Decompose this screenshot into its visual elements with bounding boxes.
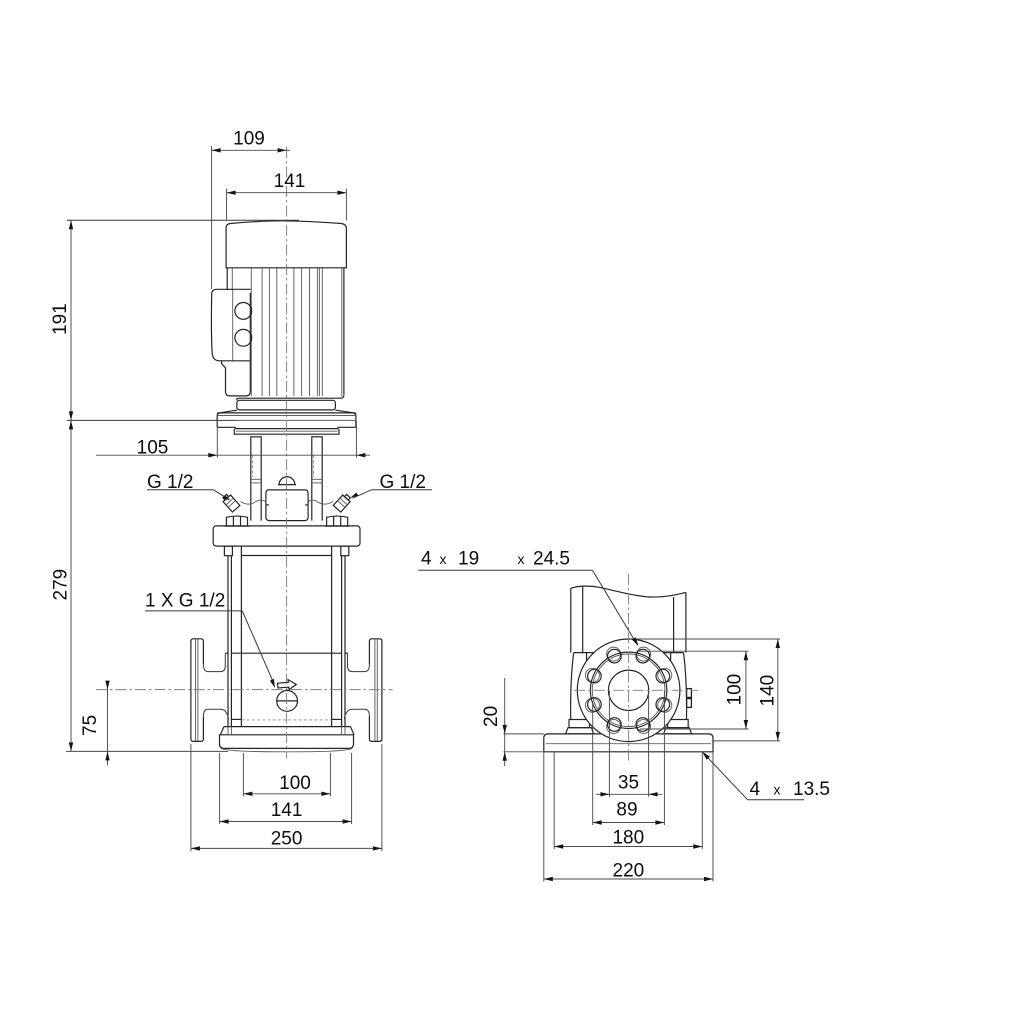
svg-text:4: 4 — [750, 779, 761, 800]
svg-text:13.5: 13.5 — [793, 779, 830, 800]
svg-text:141: 141 — [271, 800, 303, 821]
svg-text:140: 140 — [758, 675, 779, 707]
svg-text:G 1/2: G 1/2 — [147, 472, 193, 493]
svg-text:250: 250 — [271, 829, 303, 850]
svg-text:191: 191 — [50, 303, 71, 335]
svg-text:279: 279 — [51, 569, 72, 601]
svg-text:141: 141 — [274, 171, 306, 192]
svg-text:105: 105 — [137, 438, 169, 459]
svg-text:109: 109 — [233, 129, 265, 150]
svg-text:x: x — [774, 782, 781, 798]
svg-text:89: 89 — [616, 800, 637, 821]
svg-text:G 1/2: G 1/2 — [380, 472, 426, 493]
svg-text:35: 35 — [618, 773, 639, 794]
svg-text:x: x — [518, 551, 525, 567]
svg-text:20: 20 — [481, 706, 502, 727]
svg-text:100: 100 — [725, 674, 746, 706]
svg-text:4: 4 — [421, 549, 432, 570]
svg-text:x: x — [440, 551, 447, 567]
svg-text:220: 220 — [613, 861, 645, 882]
svg-text:24.5: 24.5 — [533, 549, 570, 570]
svg-text:100: 100 — [279, 773, 311, 794]
svg-text:180: 180 — [612, 828, 644, 849]
svg-text:75: 75 — [80, 715, 101, 736]
svg-text:19: 19 — [458, 549, 479, 570]
svg-text:1 X G 1/2: 1 X G 1/2 — [145, 591, 225, 612]
